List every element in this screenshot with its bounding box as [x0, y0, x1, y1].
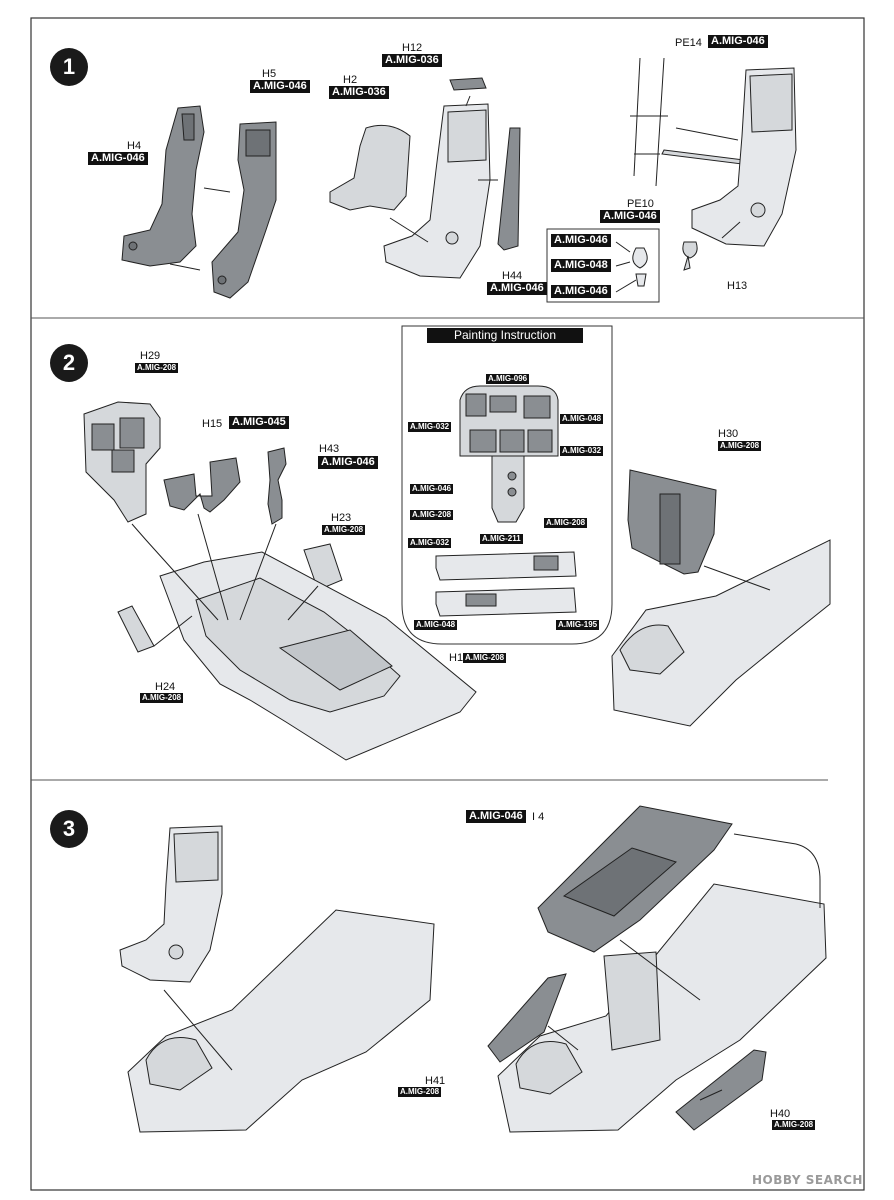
- step-3-marker: 3: [50, 810, 88, 848]
- pi-console-a-paint: A.MIG-032: [408, 538, 452, 548]
- step3-tub-left: [127, 909, 435, 1133]
- h12-part-label: H12: [402, 42, 423, 54]
- step2-h24-panel: [117, 605, 155, 653]
- watermark: HOBBY SEARCH: [752, 1173, 863, 1187]
- step2-h23-panel: [303, 543, 343, 591]
- h23-part-label: H23: [331, 512, 352, 524]
- h5-part-label: H5: [262, 68, 277, 80]
- h40-part-label: H40: [770, 1108, 791, 1120]
- step2-h43-stick: [267, 447, 287, 525]
- step2-h15-bracket: [163, 457, 241, 513]
- pi-right1-paint: A.MIG-048: [560, 414, 604, 424]
- step2-h1-tub: [159, 551, 477, 761]
- i4-paint-label: A.MIG-046: [466, 810, 526, 823]
- pi-console-d-paint: A.MIG-048: [414, 620, 458, 630]
- step1-h44-rail: [497, 127, 521, 251]
- h30-paint-label: A.MIG-208: [718, 441, 762, 451]
- h44-part-label: H44: [502, 270, 523, 282]
- h1-part-label: H1: [449, 652, 464, 664]
- pe14-paint-label: A.MIG-046: [708, 35, 768, 48]
- pe14-part-label: PE14: [675, 37, 702, 49]
- pe10-part-label: PE10: [627, 198, 654, 210]
- step1-arrows-b: [389, 95, 498, 243]
- step3-seat-left: [119, 825, 223, 983]
- i4-part-label: I 4: [532, 811, 545, 823]
- h2-paint-label: A.MIG-036: [329, 86, 389, 99]
- h1-paint-label: A.MIG-208: [463, 653, 507, 663]
- h13-part-label: H13: [727, 280, 748, 292]
- h2-part-label: H2: [343, 74, 358, 86]
- pi-left1-paint: A.MIG-032: [408, 422, 452, 432]
- h23-paint-label: A.MIG-208: [322, 525, 366, 535]
- pi-console-b-paint: A.MIG-211: [480, 534, 523, 544]
- h24-part-label: H24: [155, 681, 176, 693]
- pi-top-paint: A.MIG-096: [486, 374, 530, 384]
- h29-part-label: H29: [140, 350, 161, 362]
- h29-paint-label: A.MIG-208: [135, 363, 179, 373]
- h40-paint-label: A.MIG-208: [772, 1120, 816, 1130]
- step2-h29-instrument-panel: [83, 401, 161, 523]
- h41-part-label: H41: [425, 1075, 446, 1087]
- h15-paint-label: A.MIG-045: [229, 416, 289, 429]
- step2-right-tub: [611, 539, 831, 727]
- pi-console-c-paint: A.MIG-208: [544, 518, 588, 528]
- pe10-paint-label: A.MIG-046: [600, 210, 660, 223]
- h4-part-label: H4: [127, 140, 142, 152]
- h30-part-label: H30: [718, 428, 739, 440]
- step2-arrows: [131, 513, 319, 647]
- step1-h4-seat-side: [121, 105, 205, 267]
- step3-i4-floor: [537, 805, 733, 953]
- h43-paint-label: A.MIG-046: [318, 456, 378, 469]
- step2-h30-side-panel: [627, 469, 717, 575]
- h15-part-label: H15: [202, 418, 223, 430]
- step3-arrows: [547, 833, 821, 1101]
- step-1-marker: 1: [50, 48, 88, 86]
- pi-mid2-paint: A.MIG-208: [410, 510, 454, 520]
- step3-tub-right: [497, 883, 827, 1133]
- step1-h12-headbox: [449, 77, 487, 91]
- h13-detail-paint-1: A.MIG-046: [551, 234, 611, 247]
- h44-paint-label: A.MIG-046: [487, 282, 547, 295]
- h24-paint-label: A.MIG-208: [140, 693, 184, 703]
- step1-h2-cushion: [329, 124, 411, 211]
- h41-paint-label: A.MIG-208: [398, 1087, 442, 1097]
- h12-paint-label: A.MIG-036: [382, 54, 442, 67]
- sheet-frame: [30, 17, 865, 1191]
- h13-detail-paint-2: A.MIG-048: [551, 259, 611, 272]
- step2-painting-box: [401, 325, 613, 645]
- step3-h41-panel: [487, 973, 567, 1063]
- pi-right2-paint: A.MIG-032: [560, 446, 604, 456]
- painting-instruction-title: Painting Instruction: [427, 328, 583, 343]
- h43-part-label: H43: [319, 443, 340, 455]
- step1-h5-seat-side: [211, 121, 277, 299]
- step-2-marker: 2: [50, 344, 88, 382]
- h13-detail-paint-3: A.MIG-046: [551, 285, 611, 298]
- h4-paint-label: A.MIG-046: [88, 152, 148, 165]
- step1-h13-handle: [682, 221, 741, 271]
- step1-seat-assembly-a: [383, 103, 491, 279]
- step1-seat-assembly-b: [691, 67, 797, 247]
- h5-paint-label: A.MIG-046: [250, 80, 310, 93]
- pi-console-e-paint: A.MIG-195: [556, 620, 600, 630]
- pi-mid1-paint: A.MIG-046: [410, 484, 454, 494]
- step1-arrows-a: [169, 187, 231, 271]
- step1-h13-detail-box: [546, 228, 660, 303]
